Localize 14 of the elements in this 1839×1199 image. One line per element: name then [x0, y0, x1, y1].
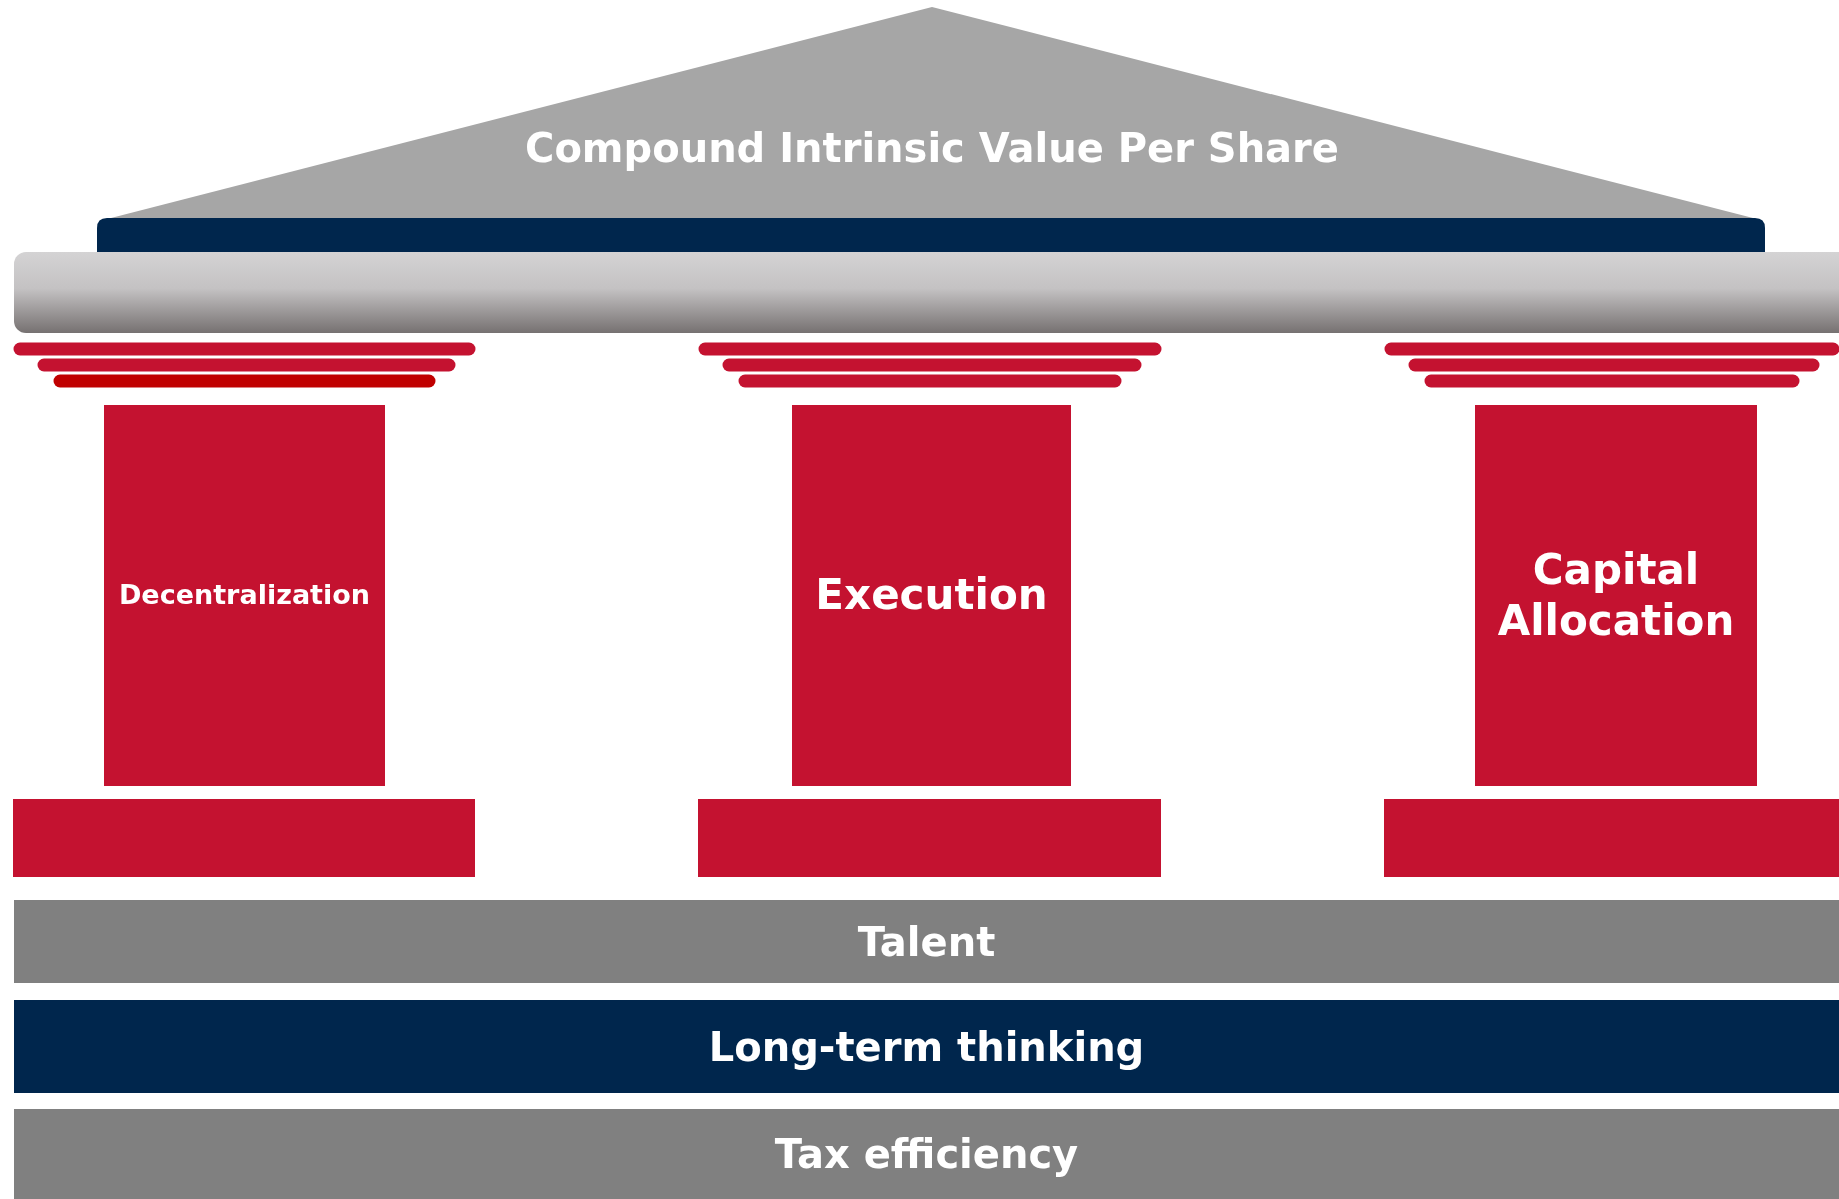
foundation-band [14, 1109, 1839, 1199]
pillar [792, 405, 1071, 786]
pillar [1475, 405, 1757, 786]
label: Long-term thinking [708, 1022, 1145, 1071]
label: Execution [815, 570, 1048, 621]
roof-triangle [111, 7, 1753, 218]
label: Compound Intrinsic Value Per Share [525, 123, 1339, 172]
pillar [104, 405, 385, 786]
label: Decentralization [118, 579, 371, 612]
label: Talent [857, 917, 996, 966]
foundation-band [14, 1000, 1839, 1093]
foundation-band [14, 900, 1839, 983]
label: Tax efficiency [774, 1130, 1079, 1178]
label: Capital Allocation [1496, 545, 1736, 646]
